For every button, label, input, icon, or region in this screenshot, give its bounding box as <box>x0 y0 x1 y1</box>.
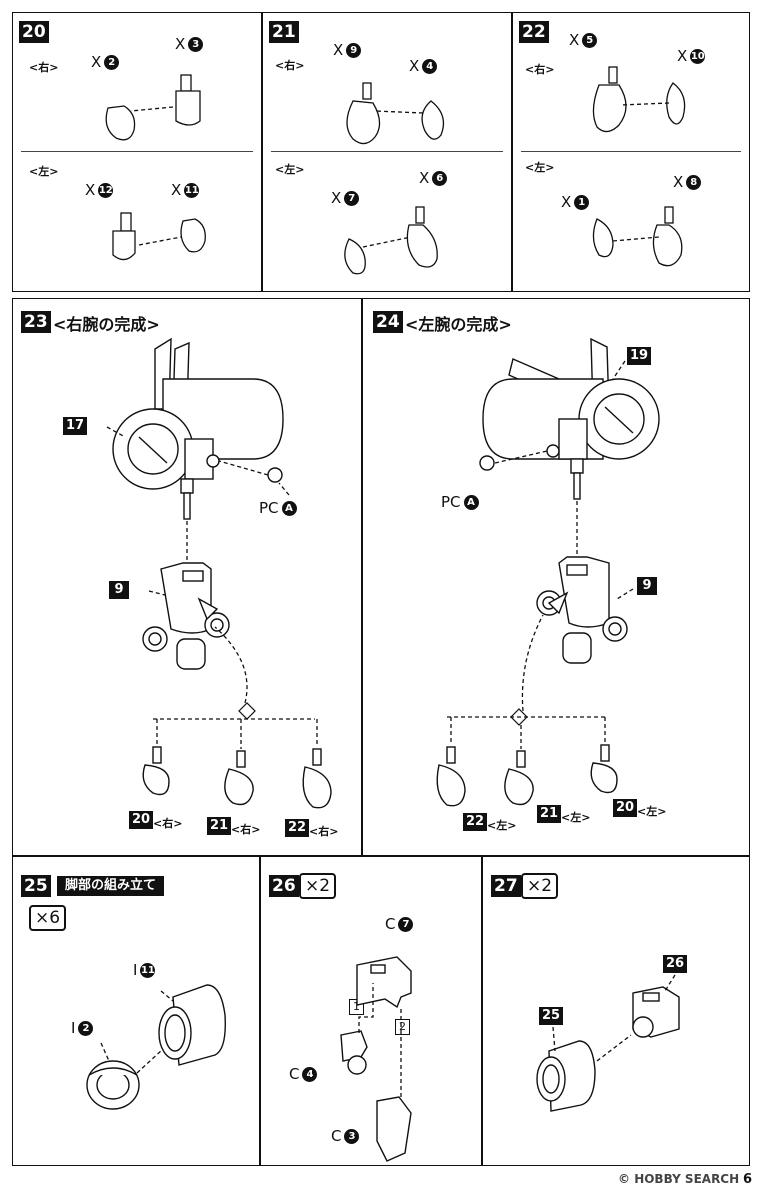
right-label: <右> <box>29 61 59 74</box>
divider <box>21 151 253 152</box>
part-callout-25: 25 <box>539 1007 564 1025</box>
left-label: <左> <box>525 161 555 174</box>
divider <box>271 151 503 152</box>
page-number: 6 <box>743 1172 753 1187</box>
side-label: <左> <box>637 805 667 818</box>
step-title: <右腕の完成> <box>53 315 160 334</box>
right-label: <右> <box>275 59 305 72</box>
step-number: 24 <box>373 311 403 333</box>
step-number: 27 <box>491 875 521 897</box>
hand-callout-21: 21 <box>207 817 232 835</box>
hand-callout-22: 22 <box>463 813 488 831</box>
side-label: <左> <box>487 819 517 832</box>
part-callout-9: 9 <box>637 577 657 595</box>
order-number-2: 2 <box>395 1019 410 1035</box>
left-arm-illustration <box>436 337 660 807</box>
left-label: <左> <box>29 165 59 178</box>
step-number: 23 <box>21 311 51 333</box>
left-label: <左> <box>275 163 305 176</box>
part-callout-9: 9 <box>109 581 129 599</box>
step-number: 21 <box>269 21 299 43</box>
step-22-illustration <box>592 66 686 267</box>
step-number: 25 <box>21 875 51 897</box>
quantity-badge: ×6 <box>29 905 67 931</box>
hand-callout-20: 20 <box>613 799 638 817</box>
right-label: <右> <box>525 63 555 76</box>
leg-assembly-illustration <box>536 974 680 1112</box>
step-title: <左腕の完成> <box>405 315 512 334</box>
divider <box>521 151 741 152</box>
hand-callout-21: 21 <box>537 805 562 823</box>
part-callout-26: 26 <box>663 955 688 973</box>
step-20-illustration <box>105 74 206 261</box>
leg-joint-illustration <box>86 984 226 1110</box>
leg-block-illustration <box>340 956 412 1162</box>
step-number: 20 <box>19 21 49 43</box>
hand-callout-22: 22 <box>285 819 310 837</box>
step-number: 26 <box>269 875 299 897</box>
side-label: <右> <box>309 825 339 838</box>
side-label: <右> <box>231 823 261 836</box>
step-title: 脚部の組み立て <box>57 876 165 896</box>
hand-callout-20: 20 <box>129 811 154 829</box>
right-arm-illustration <box>106 337 332 809</box>
quantity-badge: ×2 <box>299 873 337 899</box>
part-callout-17: 17 <box>63 417 88 435</box>
step-27-panel: 27 ×2 25 26 <box>482 856 750 1166</box>
step-21-illustration <box>344 82 445 275</box>
side-label: <左> <box>561 811 591 824</box>
quantity-badge: ×2 <box>521 873 559 899</box>
side-label: <右> <box>153 817 183 830</box>
watermark-logo: © HOBBY SEARCH <box>618 1172 740 1186</box>
part-callout-19: 19 <box>627 347 652 365</box>
step-number: 22 <box>519 21 549 43</box>
